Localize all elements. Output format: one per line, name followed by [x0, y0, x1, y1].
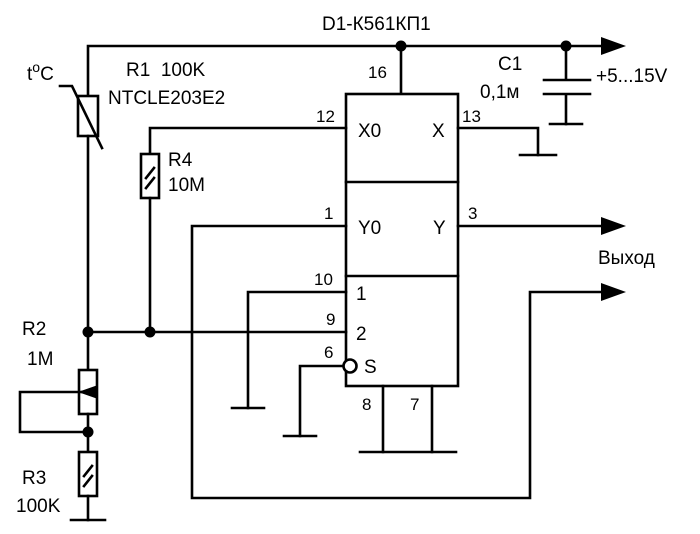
pin-13-label: 13 — [462, 107, 481, 126]
potentiometer-r2 — [18, 330, 99, 454]
x-label: X — [432, 121, 445, 142]
pin-8-label: 8 — [362, 395, 371, 414]
pin-10-label: 10 — [314, 270, 333, 289]
r4-ref: R4 — [168, 150, 193, 171]
r3-value: 100K — [16, 496, 61, 517]
power-label: +5...15V — [596, 66, 668, 87]
x0-label: X0 — [358, 121, 381, 142]
output-label: Выход — [598, 248, 655, 269]
s-label: S — [364, 357, 377, 378]
thermistor-r1 — [58, 84, 104, 334]
r2-value: 1M — [27, 349, 53, 370]
c1-ref: C1 — [498, 54, 522, 75]
chip-d1 — [344, 92, 460, 388]
pin-6-label: 6 — [324, 343, 333, 362]
resistor-r3 — [69, 450, 107, 522]
y0-loop — [190, 224, 626, 500]
pin-3-label: 3 — [468, 204, 477, 223]
pin-1-label: 1 — [324, 204, 333, 223]
r1-temp-label: toC — [27, 59, 54, 85]
x-output-ground — [456, 126, 558, 157]
supply-rail — [86, 37, 626, 98]
a1-label: 1 — [356, 284, 367, 305]
a2-label: 2 — [356, 324, 367, 345]
pin-16-label: 16 — [368, 63, 387, 82]
capacitor-c1 — [542, 44, 592, 126]
r3-ref: R3 — [22, 468, 46, 489]
r4-value: 10M — [168, 175, 205, 196]
r1-part: NTCLE203E2 — [108, 88, 225, 109]
pin-7-label: 7 — [410, 395, 419, 414]
x0-input-wiring — [139, 126, 348, 334]
r2-ref: R2 — [22, 319, 46, 340]
pin-9-label: 9 — [326, 310, 335, 329]
pin-12-label: 12 — [316, 107, 335, 126]
y-label: Y — [433, 218, 446, 239]
y0-label: Y0 — [358, 218, 381, 239]
chip-name: D1-К561КП1 — [322, 14, 431, 35]
inhibit-s-ground — [282, 358, 358, 438]
c1-value: 0,1м — [480, 82, 519, 103]
node-line — [82, 326, 348, 338]
y-output — [456, 217, 626, 235]
address-a1-ground — [230, 290, 348, 410]
ground-pins-8-7 — [358, 384, 458, 454]
r1-label: R1 100K — [126, 60, 206, 81]
